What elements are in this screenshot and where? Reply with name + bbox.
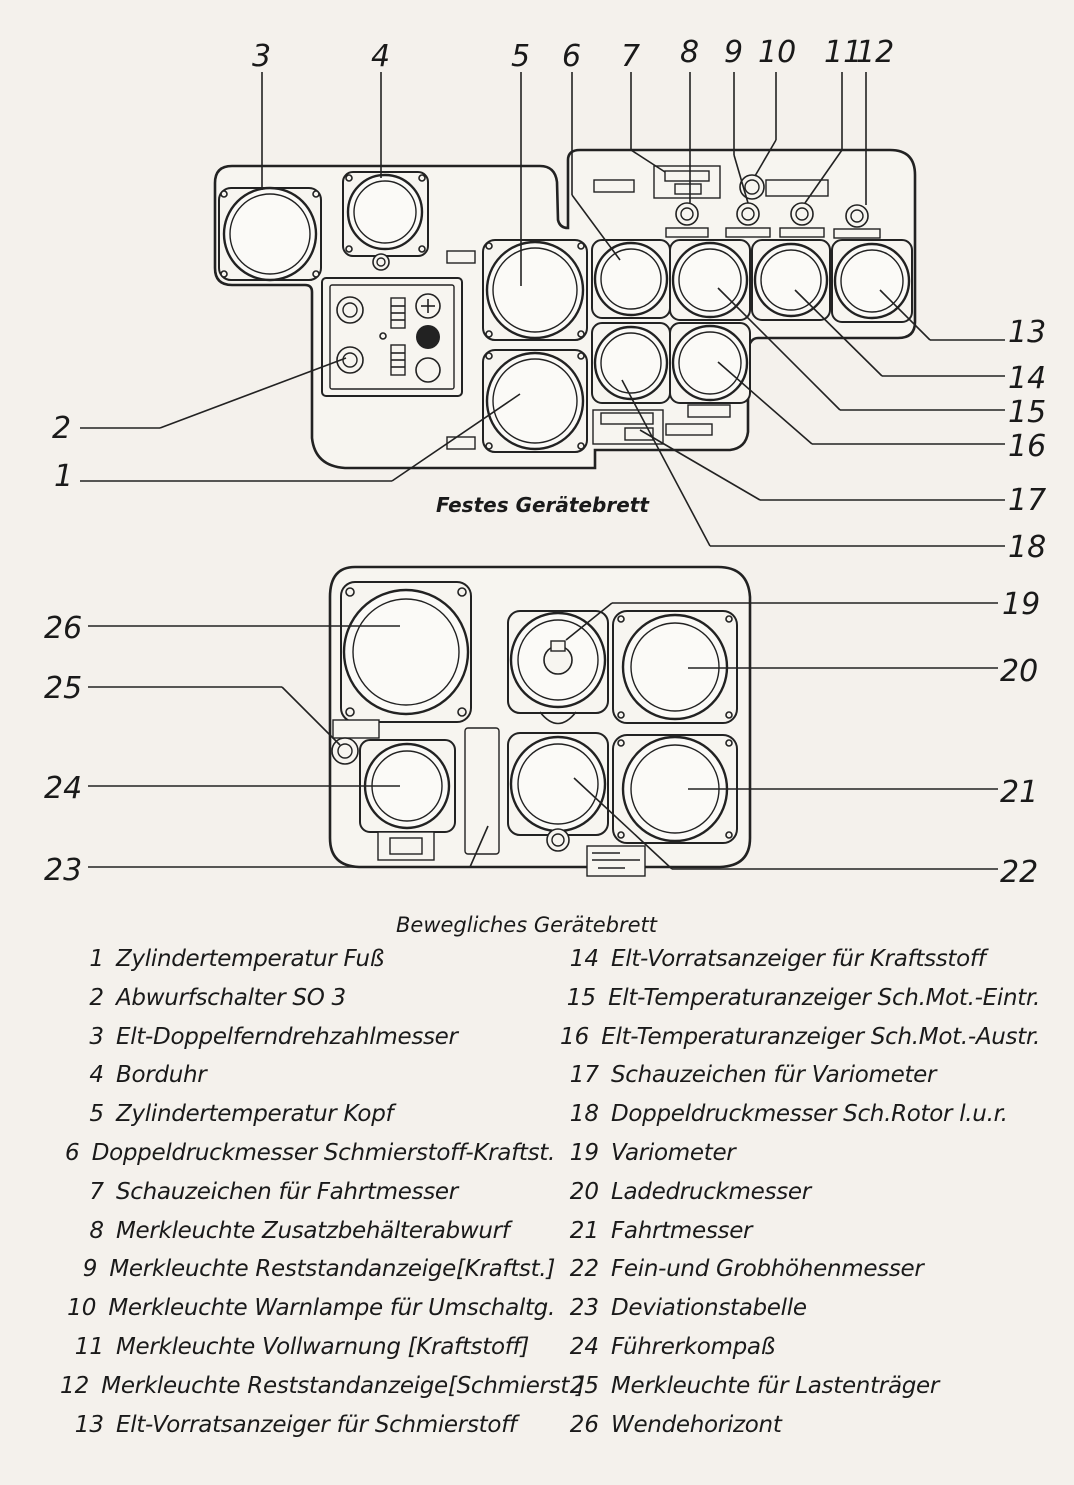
deviation-card-23 xyxy=(464,727,500,855)
gauge-14-fuel-quantity xyxy=(751,239,831,321)
switch-box-2-release-switch xyxy=(321,277,463,397)
callout-2: 2 xyxy=(52,411,71,446)
placard xyxy=(586,845,646,877)
lamp-12-oil-reserve xyxy=(833,204,881,239)
callout-13: 13 xyxy=(1008,315,1046,350)
callout-21: 21 xyxy=(1000,775,1038,810)
indicator-17-variometer-flag xyxy=(592,409,664,445)
callout-8: 8 xyxy=(680,35,699,70)
callout-17: 17 xyxy=(1008,483,1046,518)
callout-19: 19 xyxy=(1002,587,1040,622)
callout-20: 20 xyxy=(1000,654,1038,689)
gauge-26-turn-indicator xyxy=(340,581,472,723)
gauge-5-cylinder-temp-head xyxy=(482,239,588,341)
gauge-20-manifold-pressure xyxy=(612,610,738,724)
callout-7: 7 xyxy=(621,39,640,74)
callout-16: 16 xyxy=(1008,429,1046,464)
gauge-3-tachometer xyxy=(218,186,322,282)
gauge-24-compass xyxy=(359,739,456,861)
leader-lines xyxy=(80,72,1005,870)
caption-movable-panel: Bewegliches Gerätebrett xyxy=(396,913,658,937)
label-plate xyxy=(665,423,713,436)
callout-5: 5 xyxy=(511,39,530,74)
callout-22: 22 xyxy=(1000,855,1038,890)
label-plate xyxy=(446,250,476,264)
lamp-11-full-warning-fuel xyxy=(779,202,825,238)
callout-1: 1 xyxy=(54,459,73,494)
callout-10: 10 xyxy=(758,35,796,70)
callout-3: 3 xyxy=(252,39,271,74)
callout-26: 26 xyxy=(44,611,82,646)
callout-11: 11 xyxy=(824,35,862,70)
gauge-4-clock xyxy=(342,171,429,271)
callout-15: 15 xyxy=(1008,395,1046,430)
callout-23: 23 xyxy=(44,853,82,888)
gauge-19-variometer xyxy=(507,610,609,725)
label-plate xyxy=(593,179,635,193)
callout-18: 18 xyxy=(1008,530,1046,565)
callout-6: 6 xyxy=(562,39,581,74)
gauge-22-altimeter xyxy=(507,732,609,852)
gauge-16-temp-outlet xyxy=(669,322,751,404)
callout-4: 4 xyxy=(371,39,390,74)
label-plate xyxy=(687,404,731,418)
callout-24: 24 xyxy=(44,771,82,806)
callout-14: 14 xyxy=(1008,361,1046,396)
gauge-21-airspeed xyxy=(612,734,738,844)
lamp-8-aux-tank-release xyxy=(665,202,709,238)
label-plate xyxy=(446,436,476,450)
gauge-6-dual-pressure-oil-fuel xyxy=(591,239,671,319)
caption-fixed-panel: Festes Gerätebrett xyxy=(436,493,650,517)
callout-25: 25 xyxy=(44,671,82,706)
callout-12: 12 xyxy=(856,35,894,70)
callout-9: 9 xyxy=(724,35,743,70)
callout-numbers: 3 4 5 6 7 8 9 10 11 12 13 14 15 16 17 18… xyxy=(44,35,1046,890)
lamp-9-fuel-reserve xyxy=(725,202,771,238)
lamp-25-cargo-hook xyxy=(331,719,380,765)
gauge-18-rotor-dual-pressure xyxy=(591,322,671,404)
gauge-1-cylinder-temp-base xyxy=(482,349,588,453)
